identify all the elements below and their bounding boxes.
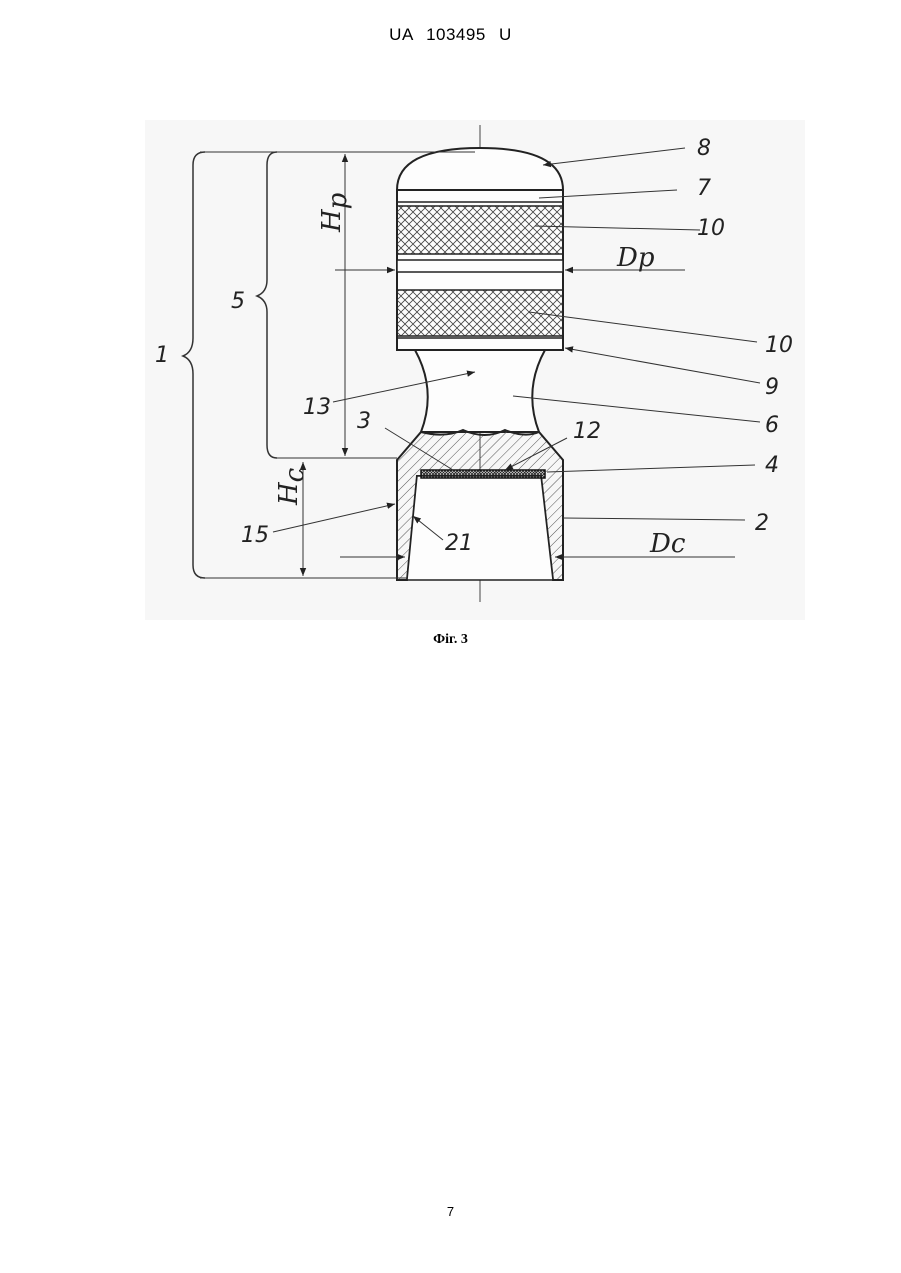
technical-drawing: 8 7 10 10 9 6 4 2 1 5 13 3 12 15 21 Hp H… [145,120,805,620]
label-12: 12 [573,419,601,444]
dp-symbol: Dp [616,243,655,273]
label-1: 1 [155,343,169,368]
label-3: 3 [357,409,371,434]
label-10-upper: 10 [697,216,725,241]
dc-symbol: Dc [649,529,686,559]
label-10-lower: 10 [765,333,793,358]
figure-caption: Фіг. 3 [0,632,901,648]
label-9: 9 [765,375,779,400]
label-2: 2 [755,511,769,536]
separator-band [397,260,563,272]
document-number: UA 103495 U [0,25,901,45]
label-6: 6 [765,413,779,438]
drawing-svg: 8 7 10 10 9 6 4 2 1 5 13 3 12 15 21 Hp H… [145,120,805,620]
label-13: 13 [303,395,331,420]
base-cavity [407,476,553,580]
cross-hatched-layer-upper [397,206,563,254]
label-8: 8 [697,136,711,161]
label-7: 7 [697,176,711,201]
page-number: 7 [0,1204,901,1219]
label-15: 15 [241,523,269,548]
dense-layer [421,470,545,478]
label-21: 21 [445,531,473,556]
label-5: 5 [231,289,245,314]
waist-neck [415,350,545,432]
label-4: 4 [765,453,779,478]
